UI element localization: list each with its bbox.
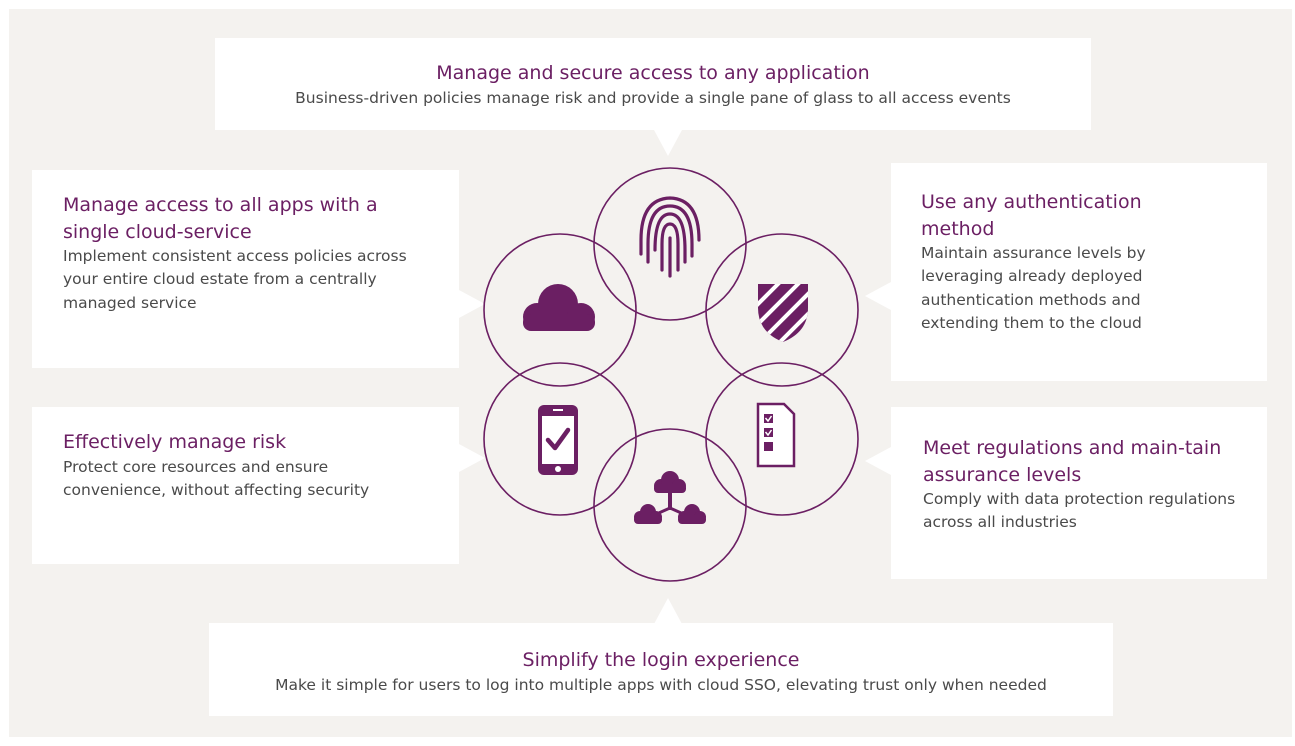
cloud-network-icon: [634, 471, 706, 524]
left-bottom-benefit-box: Effectively manage risk Protect core res…: [32, 407, 459, 564]
shield-icon: [758, 284, 808, 342]
circle-upper-right: [705, 233, 859, 387]
left-bottom-arrow: [459, 444, 485, 472]
cloud-icon: [523, 284, 595, 331]
circle-lower-left: [483, 362, 637, 516]
left-top-benefit-text: Implement consistent access policies acr…: [63, 247, 407, 312]
right-bottom-benefit-title: Meet regulations and main-tain assurance…: [923, 437, 1222, 486]
right-top-benefit-title: Use any authentication method: [921, 191, 1142, 240]
circle-bottom: [593, 428, 747, 582]
circle-lower-right: [705, 362, 859, 516]
right-top-benefit-text: Maintain assurance levels by leveraging …: [921, 244, 1146, 332]
right-top-arrow: [865, 282, 891, 310]
top-benefit-title: Manage and secure access to any applicat…: [436, 62, 870, 84]
bottom-benefit-box: Simplify the login experience Make it si…: [209, 623, 1113, 716]
circle-upper-left: [483, 233, 637, 387]
right-bottom-arrow: [865, 447, 891, 475]
top-benefit-box: Manage and secure access to any applicat…: [215, 38, 1091, 130]
left-bottom-benefit-text: Protect core resources and ensure conven…: [63, 457, 370, 499]
checklist-icon: [756, 402, 796, 468]
bottom-arrow: [654, 598, 682, 624]
left-top-arrow: [459, 290, 485, 318]
right-bottom-benefit-text: Comply with data protection regulations …: [923, 490, 1236, 532]
left-top-benefit-box: Manage access to all apps with a single …: [32, 170, 459, 368]
bottom-benefit-text: Make it simple for users to log into mul…: [275, 675, 1047, 694]
left-top-benefit-title: Manage access to all apps with a single …: [63, 194, 378, 243]
top-benefit-text: Business-driven policies manage risk and…: [295, 88, 1011, 107]
right-top-benefit-box: Use any authentication method Maintain a…: [891, 163, 1267, 381]
fingerprint-icon: [639, 196, 701, 278]
right-bottom-benefit-box: Meet regulations and main-tain assurance…: [891, 407, 1267, 579]
mobile-check-icon: [538, 405, 578, 475]
top-arrow: [654, 130, 682, 156]
circle-top: [593, 167, 747, 321]
left-bottom-benefit-title: Effectively manage risk: [63, 431, 287, 453]
bottom-benefit-title: Simplify the login experience: [522, 649, 800, 671]
